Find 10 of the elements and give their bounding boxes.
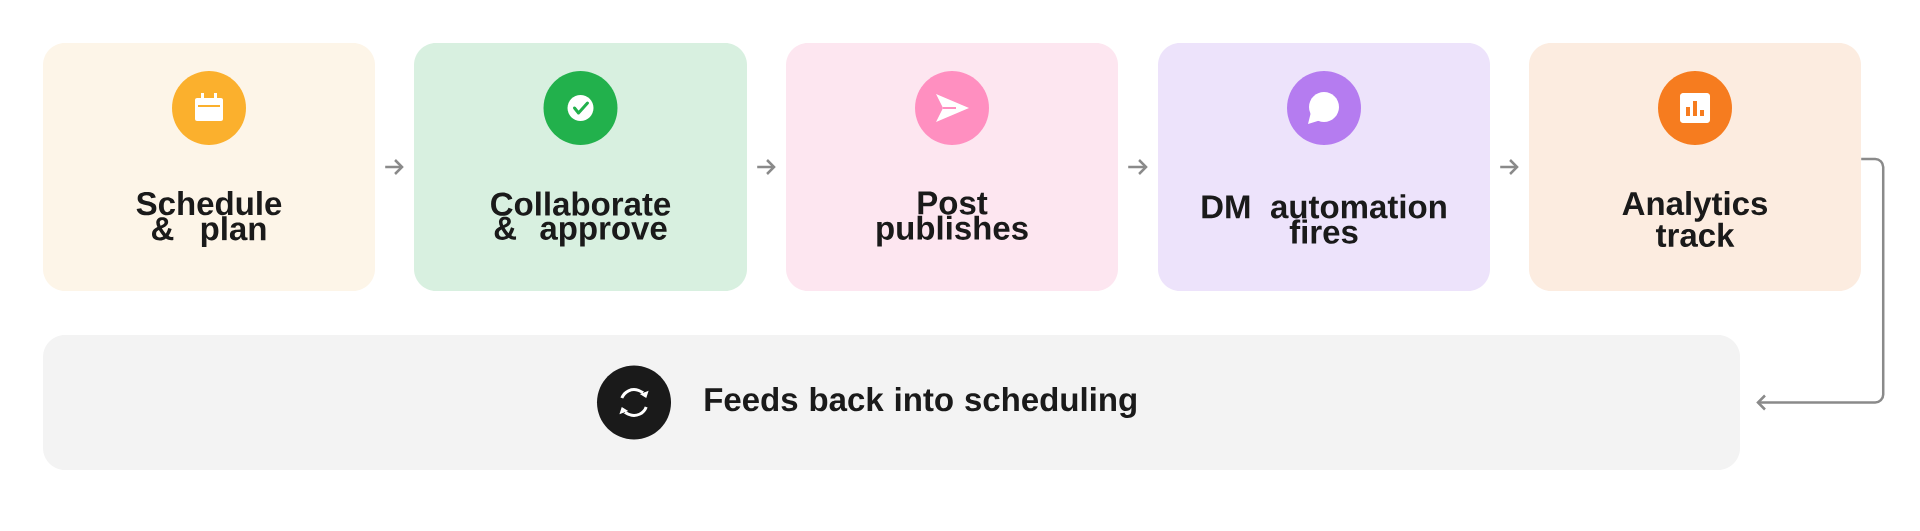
step-box: DM automation fires (1158, 43, 1490, 291)
loop-box: Feeds back into scheduling (43, 335, 1740, 470)
arrow (757, 159, 776, 175)
arrow (1128, 159, 1148, 175)
step-box: Analytics track (1529, 43, 1861, 291)
step-box: Schedule & plan (43, 43, 375, 291)
arrow (385, 159, 404, 175)
step-box: Post publishes (786, 43, 1118, 291)
step-box: Collaborate & approve (414, 43, 747, 291)
arrow (1500, 159, 1519, 175)
